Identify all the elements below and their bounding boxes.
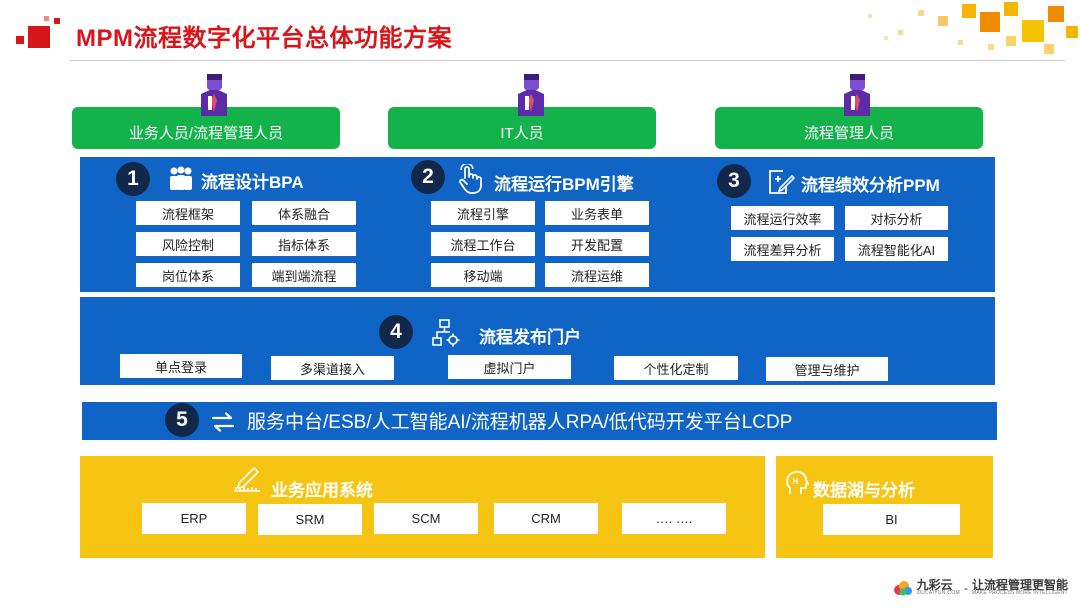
person-avatar-icon <box>518 74 544 116</box>
section-title: 流程发布门户 <box>479 328 581 347</box>
role-label: 业务人员/流程管理人员 <box>128 125 284 142</box>
feature-box: 对标分析 <box>845 206 948 230</box>
role-label: IT人员 <box>500 125 544 142</box>
brand-name: 九彩云 <box>916 578 953 592</box>
section-number: 5 <box>165 403 199 437</box>
hand-pointer-icon <box>459 164 482 194</box>
brand-slogan-en: MAKE PROCESS MORE INTELLIGENT <box>971 590 1068 596</box>
feature-box: 流程运行效率 <box>731 206 834 230</box>
person-avatar-icon <box>844 74 870 116</box>
feature-box: 流程引擎 <box>431 201 535 225</box>
logo-squares-icon <box>16 16 60 48</box>
feature-box: 流程工作台 <box>431 232 535 256</box>
brand-separator: - <box>963 580 968 595</box>
section-title: 服务中台/ESB/人工智能AI/流程机器人RPA/低代码开发平台LCDP <box>247 412 793 433</box>
page-title: MPM流程数字化平台总体功能方案 <box>76 25 452 52</box>
feature-box: 岗位体系 <box>136 263 240 287</box>
feature-box: 流程运维 <box>545 263 649 287</box>
feature-box: 体系融合 <box>252 201 356 225</box>
app-box: …. …. <box>622 503 726 534</box>
section-number: 1 <box>116 162 150 196</box>
feature-box: 风险控制 <box>136 232 240 256</box>
people-group-icon <box>170 166 192 190</box>
section-title: 流程绩效分析PPM <box>801 176 940 195</box>
role-label: 流程管理人员 <box>803 125 894 142</box>
decor-squares-icon <box>868 2 1078 54</box>
feature-box: 端到端流程 <box>252 263 356 287</box>
section-title: 流程设计BPA <box>201 173 304 192</box>
feature-box: 个性化定制 <box>614 356 738 380</box>
exchange-arrows-icon <box>211 412 235 432</box>
data-head-icon: H <box>786 470 809 494</box>
role-business-users: 业务人员/流程管理人员 <box>72 107 340 149</box>
brand-footer: 九彩云 JIUCAIYUN.COM - 让流程管理更智能 MAKE PROCES… <box>893 579 1068 596</box>
feature-box: 指标体系 <box>252 232 356 256</box>
feature-box: 多渠道接入 <box>271 356 394 380</box>
feature-box: 业务表单 <box>545 201 649 225</box>
role-process-managers: 流程管理人员 <box>715 107 983 149</box>
app-box: SCM <box>374 503 478 534</box>
section-number: 4 <box>379 315 413 349</box>
feature-box: 流程框架 <box>136 201 240 225</box>
feature-box: 管理与维护 <box>766 357 888 381</box>
feature-box: 单点登录 <box>120 354 242 378</box>
apps-title: 业务应用系统 <box>271 481 373 500</box>
edit-doc-icon <box>769 170 796 194</box>
ruler-pencil-icon <box>234 467 260 492</box>
section-number: 2 <box>411 160 445 194</box>
app-box: SRM <box>258 504 362 535</box>
datalake-title: 数据湖与分析 <box>813 481 915 500</box>
feature-box: 虚拟门户 <box>448 355 571 379</box>
feature-box: 开发配置 <box>545 232 649 256</box>
brand-cloud-icon <box>893 580 912 595</box>
bi-box: BI <box>823 504 960 535</box>
title-divider <box>70 60 1065 61</box>
person-avatar-icon <box>201 74 227 116</box>
feature-box: 移动端 <box>431 263 535 287</box>
section-title: 流程运行BPM引擎 <box>494 175 634 194</box>
brand-slogan: 让流程管理更智能 <box>971 578 1068 592</box>
flow-chart-gear-icon <box>432 319 460 347</box>
svg-text:H: H <box>793 477 799 486</box>
section-number: 3 <box>717 164 751 198</box>
feature-box: 流程智能化AI <box>845 237 948 261</box>
brand-domain: JIUCAIYUN.COM <box>916 590 960 596</box>
app-box: ERP <box>142 503 246 534</box>
app-box: CRM <box>494 503 598 534</box>
feature-box: 流程差异分析 <box>731 237 834 261</box>
middleware-bar <box>82 402 997 440</box>
